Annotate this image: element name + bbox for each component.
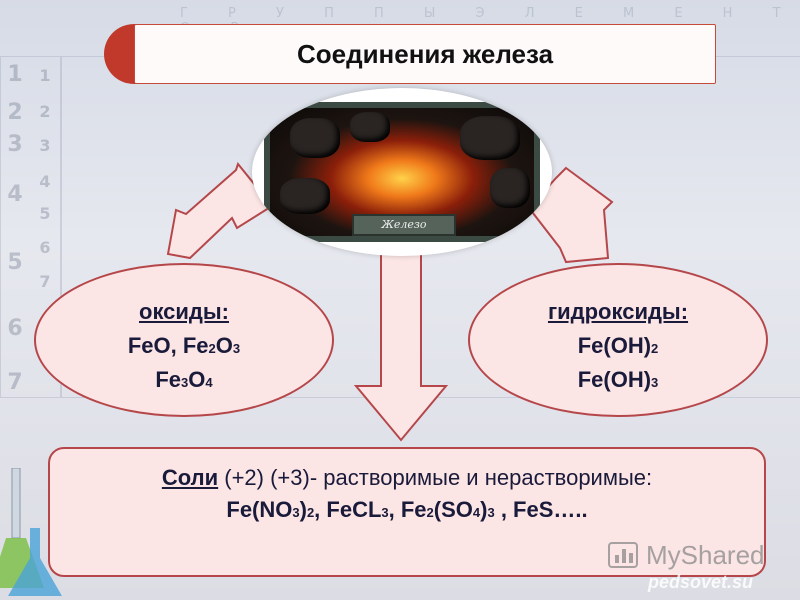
watermark-text: MyShared <box>646 540 765 570</box>
period-number: 4 <box>7 182 23 207</box>
row-number: 3 <box>39 136 51 155</box>
period-number: 2 <box>7 100 23 125</box>
row-number: 6 <box>39 238 51 257</box>
oxides-heading: оксиды: <box>139 299 229 324</box>
period-number: 5 <box>7 250 23 275</box>
row-number: 7 <box>39 272 51 291</box>
period-number: 7 <box>7 370 23 395</box>
table-grid <box>0 56 62 398</box>
row-number: 1 <box>39 66 51 85</box>
hydroxides-formula-2: Fe(OH)3 <box>577 367 659 392</box>
hydroxides-formula-1: Fe(OH)2 <box>577 333 659 358</box>
period-number: 1 <box>7 62 23 87</box>
row-number: 5 <box>39 204 51 223</box>
salts-box: Соли (+2) (+3)- растворимые и нераствори… <box>48 447 766 577</box>
arrow-to-oxides <box>166 161 274 260</box>
photo-caption: Железо <box>352 214 456 236</box>
salts-description: Соли (+2) (+3)- растворимые и нераствори… <box>161 465 653 490</box>
page-title: Соединения железа <box>134 24 716 84</box>
title-banner: Соединения железа <box>104 24 716 84</box>
row-number: 4 <box>39 172 51 191</box>
chart-icon <box>608 542 638 568</box>
salts-formulas: Fe(NO3)2, FeCL3, Fe2(SO4)3 , FeS….. <box>226 497 588 522</box>
oxides-oval: оксиды: FeO, Fe2O3 Fe3O4 <box>34 263 334 417</box>
hydroxides-heading: гидроксиды: <box>547 299 689 324</box>
period-number: 6 <box>7 316 23 341</box>
salts-heading: Соли <box>161 465 219 490</box>
oxides-formula-1: FeO, Fe2O3 <box>127 333 241 358</box>
period-number: 3 <box>7 132 23 157</box>
oxides-formula-2: Fe3O4 <box>155 367 213 392</box>
hydroxides-oval: гидроксиды: Fe(OH)2 Fe(OH)3 <box>468 263 768 417</box>
row-number: 2 <box>39 102 51 121</box>
arrow-to-salts <box>353 245 449 442</box>
iron-photo: Железо <box>252 88 552 256</box>
myshared-watermark: MyShared <box>608 538 768 572</box>
site-watermark: pedsovet.su <box>648 572 754 592</box>
flasks-decoration <box>0 468 62 596</box>
